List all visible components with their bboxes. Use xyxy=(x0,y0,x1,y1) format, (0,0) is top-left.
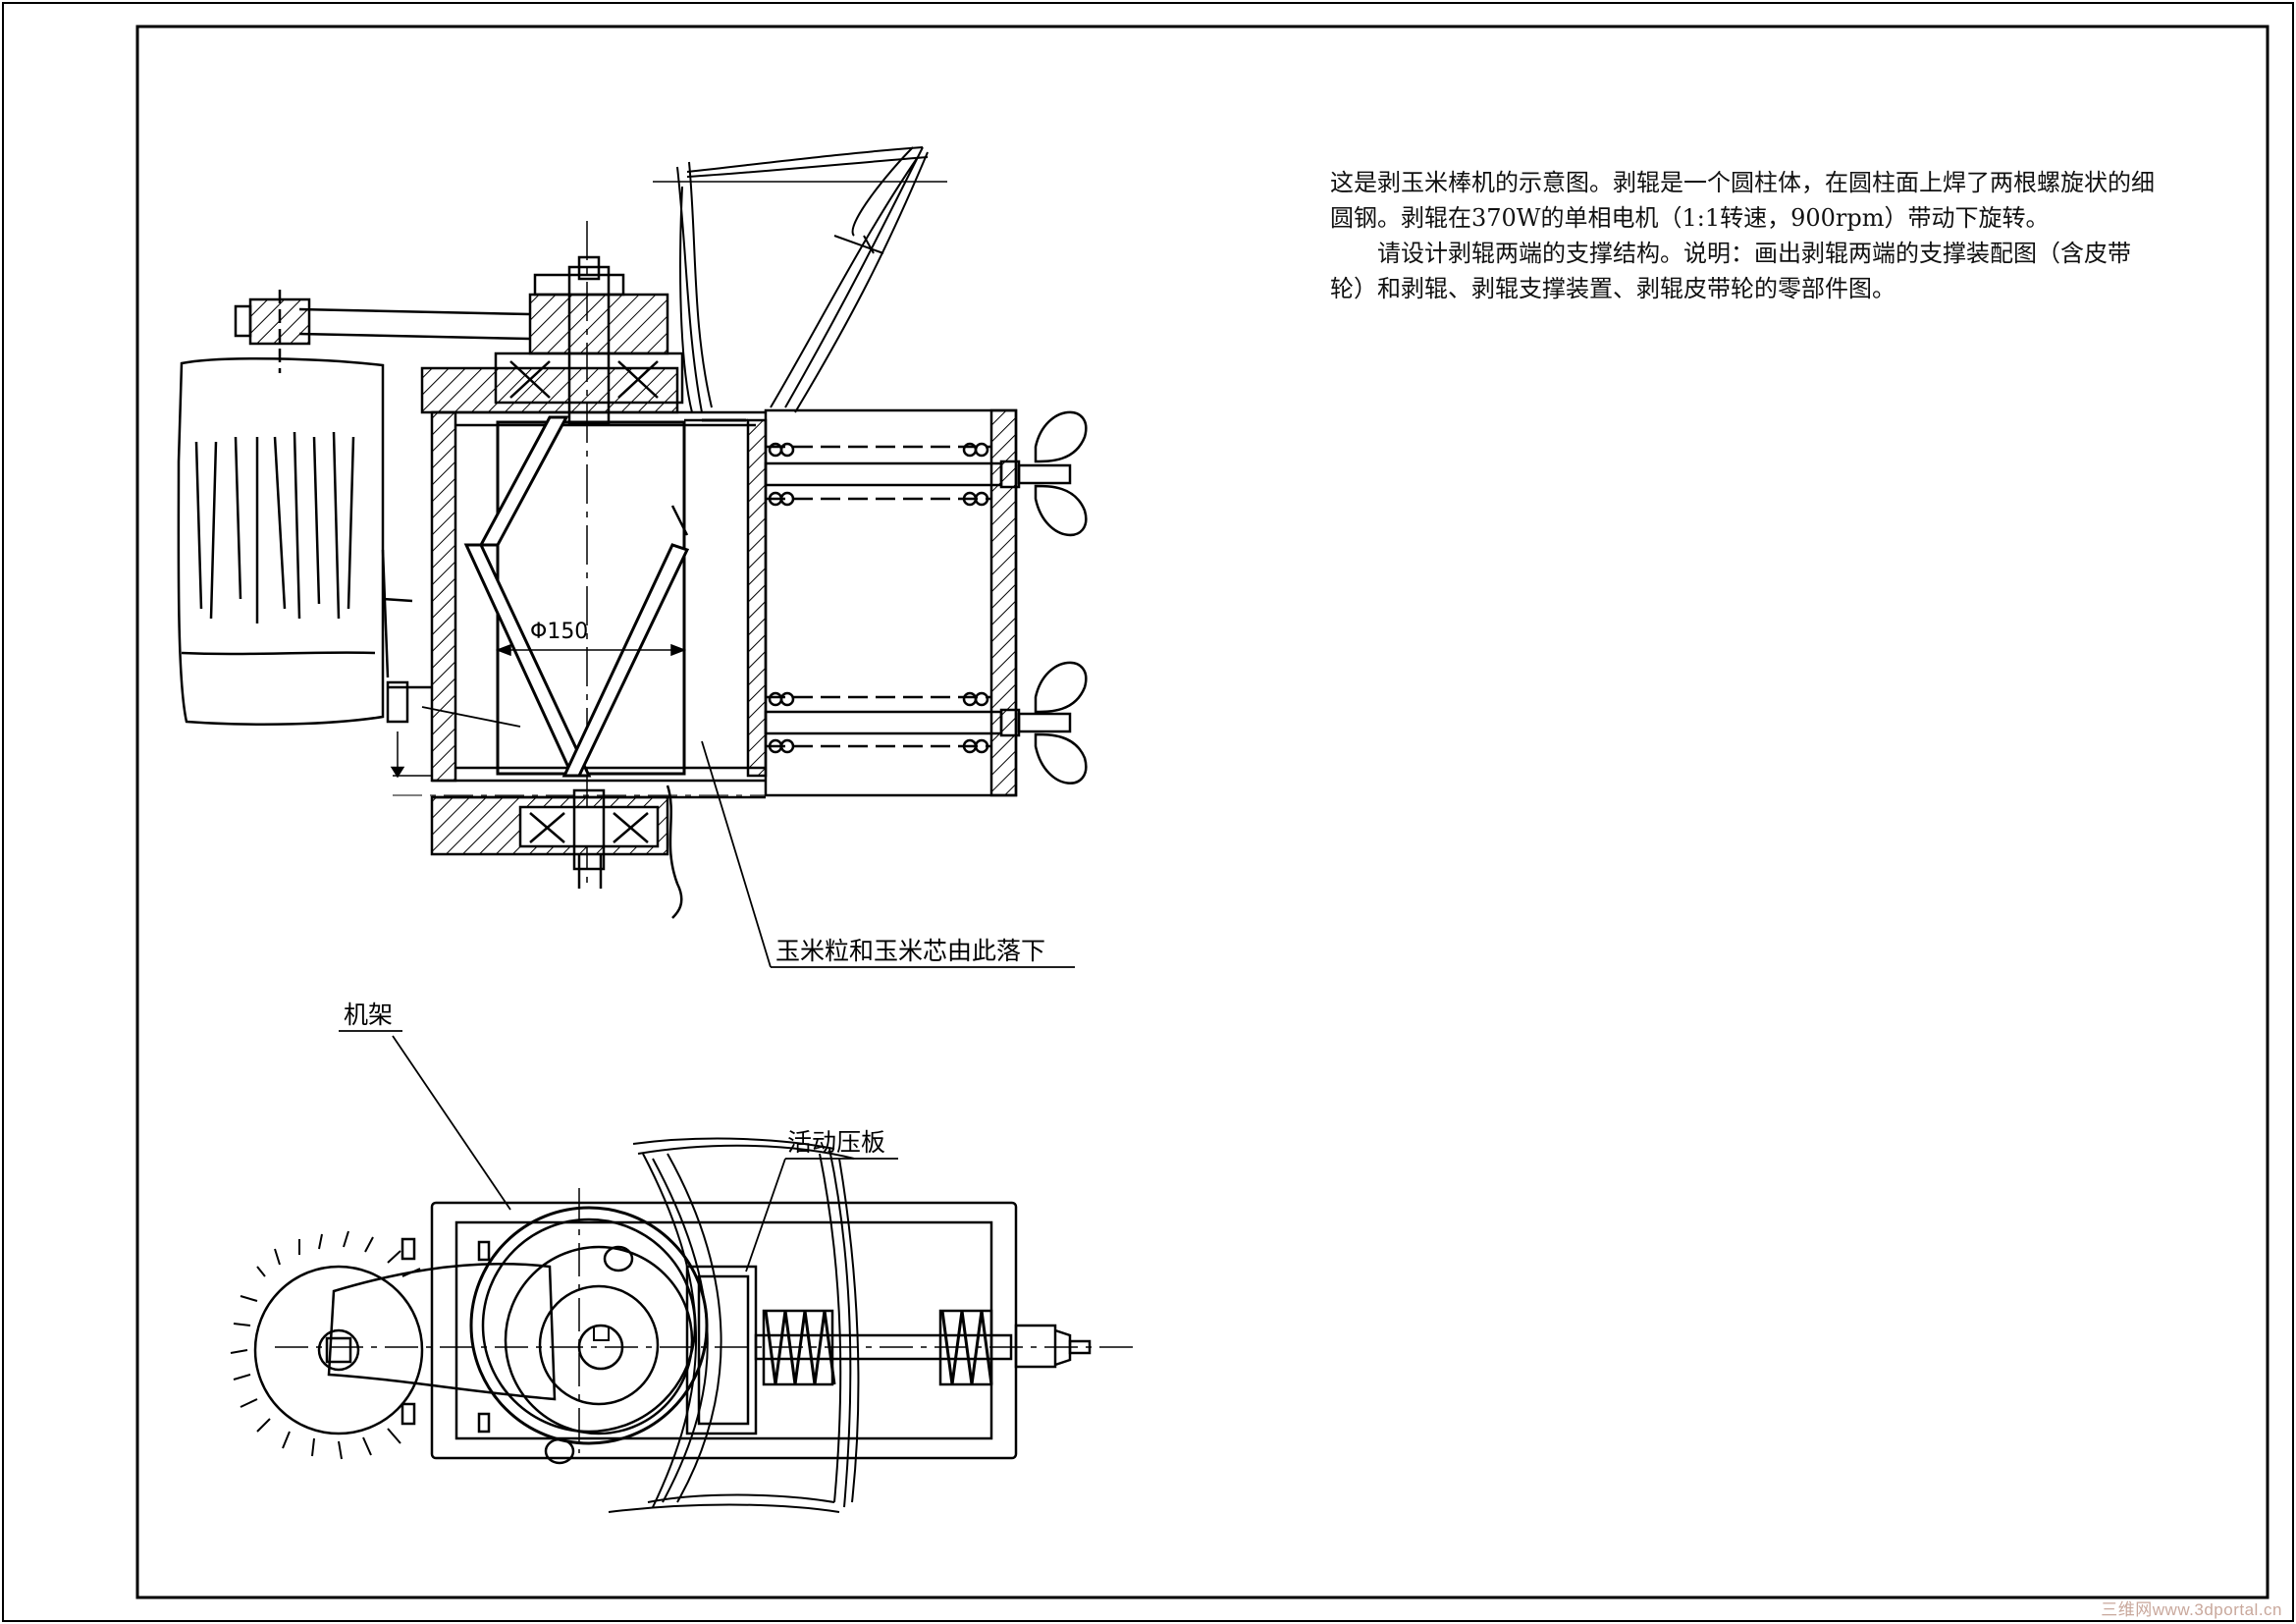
pressure-plate-section xyxy=(746,418,768,778)
drive-pulley xyxy=(253,1265,424,1435)
description-paragraph-1: 这是剥玉米棒机的示意图。剥辊是一个圆柱体，在圆柱面上焊了两根螺旋状的细圆钢。剥辊… xyxy=(1330,169,2155,232)
frame-label: 机架 xyxy=(344,1001,393,1029)
diameter-label: Φ150 xyxy=(530,620,588,644)
description-paragraph-2: 请设计剥辊两端的支撑结构。说明：画出剥辊两端的支撑装配图（含皮带轮）和剥辊、剥辊… xyxy=(1330,240,2131,302)
pressure-plate-label: 活动压板 xyxy=(787,1128,885,1157)
top-bearing-assembly xyxy=(234,255,684,426)
plan-leaders xyxy=(339,1030,898,1272)
helix-bar xyxy=(463,543,592,778)
motor-sketch xyxy=(177,356,432,779)
bottom-bearing-assembly xyxy=(430,785,683,919)
outlet-label: 玉米粒和玉米芯由此落下 xyxy=(775,937,1045,965)
plan-view xyxy=(230,1030,1139,1513)
watermark: 三维网www.3dportal.cn xyxy=(2101,1600,2282,1619)
front-section-view xyxy=(177,146,1088,968)
spring-left xyxy=(764,1310,836,1385)
helix-bar xyxy=(478,415,569,547)
housing-left-wall xyxy=(430,410,457,783)
helix-bar xyxy=(561,543,690,778)
feed-hopper xyxy=(653,146,947,422)
spring-right xyxy=(940,1310,993,1385)
spring-housing xyxy=(764,408,1018,797)
plan-hopper-sketch xyxy=(608,1137,860,1513)
description-note: 这是剥玉米棒机的示意图。剥辊是一个圆柱体，在圆柱面上焊了两根螺旋状的细圆钢。剥辊… xyxy=(1330,165,2155,306)
pulley-teeth xyxy=(230,1230,421,1460)
lower-bolt-assembly xyxy=(764,661,1088,785)
outlet-leader xyxy=(421,706,1075,968)
upper-bolt-assembly xyxy=(764,410,1088,536)
diameter-dimension xyxy=(495,643,687,657)
